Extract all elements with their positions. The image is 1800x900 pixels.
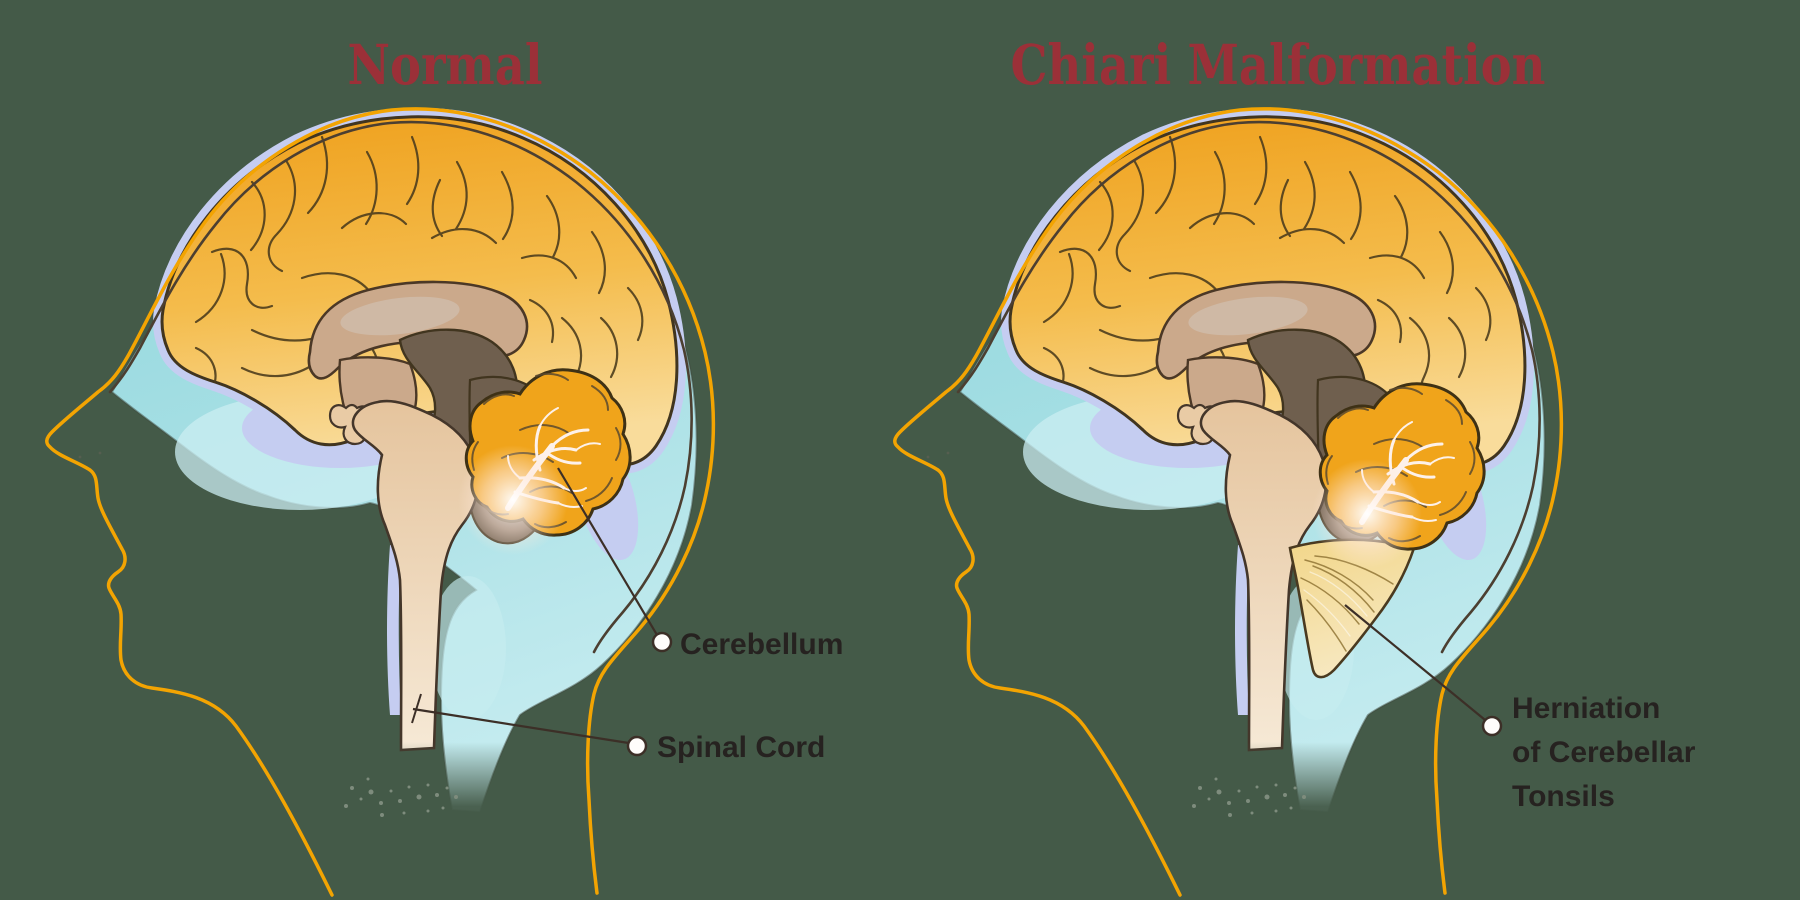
label-dot (1481, 715, 1503, 737)
label-dot (651, 631, 673, 653)
leader-line (557, 467, 661, 641)
panel-normal: Normal Cerebellum Spinal Cord (47, 32, 843, 895)
panel-chiari-malformation: Chiari Malformation Herniation of Cerebe… (895, 32, 1704, 895)
label-herniation: Herniation of Cerebellar Tonsils (1344, 604, 1704, 813)
panel-title-chiari: Chiari Malformation (1011, 32, 1546, 97)
label-dot (626, 735, 648, 757)
label-spinal-cord: Spinal Cord (411, 693, 825, 764)
leader-line (1344, 604, 1491, 725)
label-line-2: of Cerebellar (1512, 736, 1696, 769)
label-line-3: Tonsils (1512, 780, 1615, 813)
label-line-1: Herniation (1512, 692, 1660, 725)
panel-title-normal: Normal (348, 32, 543, 97)
label-cerebellum: Cerebellum (557, 467, 843, 661)
label-text-cerebellum: Cerebellum (680, 628, 843, 661)
leader-line (412, 707, 636, 746)
label-text-herniation: Herniation of Cerebellar Tonsils (1512, 692, 1704, 813)
label-text-spinal-cord: Spinal Cord (657, 731, 825, 764)
